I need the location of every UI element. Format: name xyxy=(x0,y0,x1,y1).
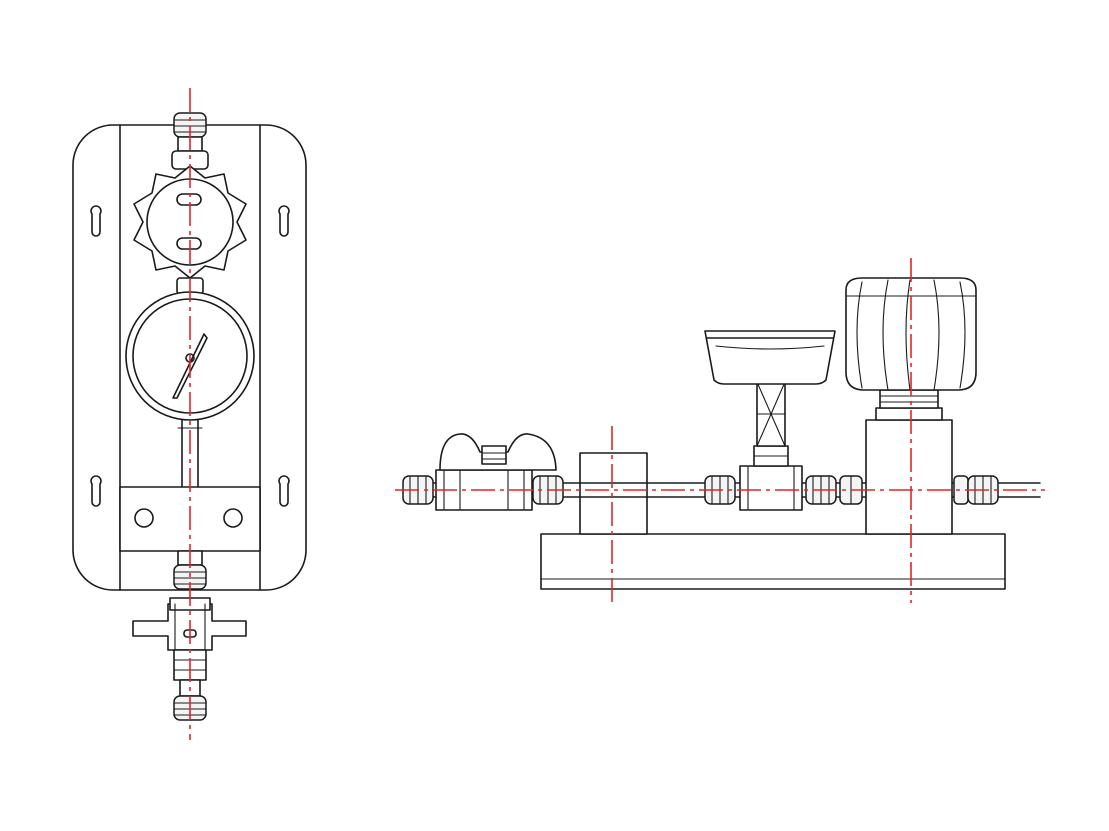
keyhole-slot-bottom-right xyxy=(278,475,290,507)
indicator-cup xyxy=(704,330,836,385)
support-block xyxy=(579,452,648,535)
keyhole-slot-top-right xyxy=(278,205,290,237)
wing-handle xyxy=(439,433,557,471)
side-view xyxy=(395,258,1045,603)
keyhole-slot-top-left xyxy=(90,205,102,237)
base-plate xyxy=(540,533,1006,590)
front-view xyxy=(72,88,307,740)
flow-indicator xyxy=(704,330,836,447)
top-fitting xyxy=(171,112,209,170)
tee-fitting xyxy=(704,445,863,511)
keyhole-slot-bottom-left xyxy=(90,475,102,507)
